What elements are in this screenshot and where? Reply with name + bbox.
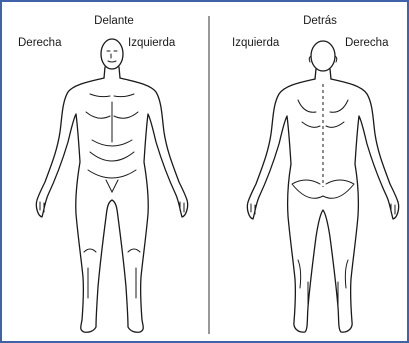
back-ears — [309, 56, 337, 62]
back-leg-details — [298, 260, 348, 308]
front-right-label: Izquierda — [128, 37, 176, 49]
front-face — [107, 51, 117, 62]
back-left-label: Izquierda — [232, 37, 280, 49]
front-title: Delante — [94, 15, 134, 27]
front-pelvis — [88, 170, 136, 192]
front-left-label: Derecha — [18, 37, 62, 49]
front-head — [101, 39, 123, 69]
back-title: Detrás — [303, 15, 337, 27]
front-hands — [40, 202, 184, 212]
back-head — [311, 41, 335, 71]
back-hands — [251, 204, 395, 214]
front-body-figure — [36, 39, 187, 332]
body-diagram: Delante Derecha Izquierda Detrás Izquier… — [2, 2, 407, 341]
back-right-label: Derecha — [345, 37, 389, 49]
front-chest-details — [86, 94, 138, 161]
back-body-figure — [247, 41, 398, 332]
front-leg-details — [84, 249, 140, 298]
